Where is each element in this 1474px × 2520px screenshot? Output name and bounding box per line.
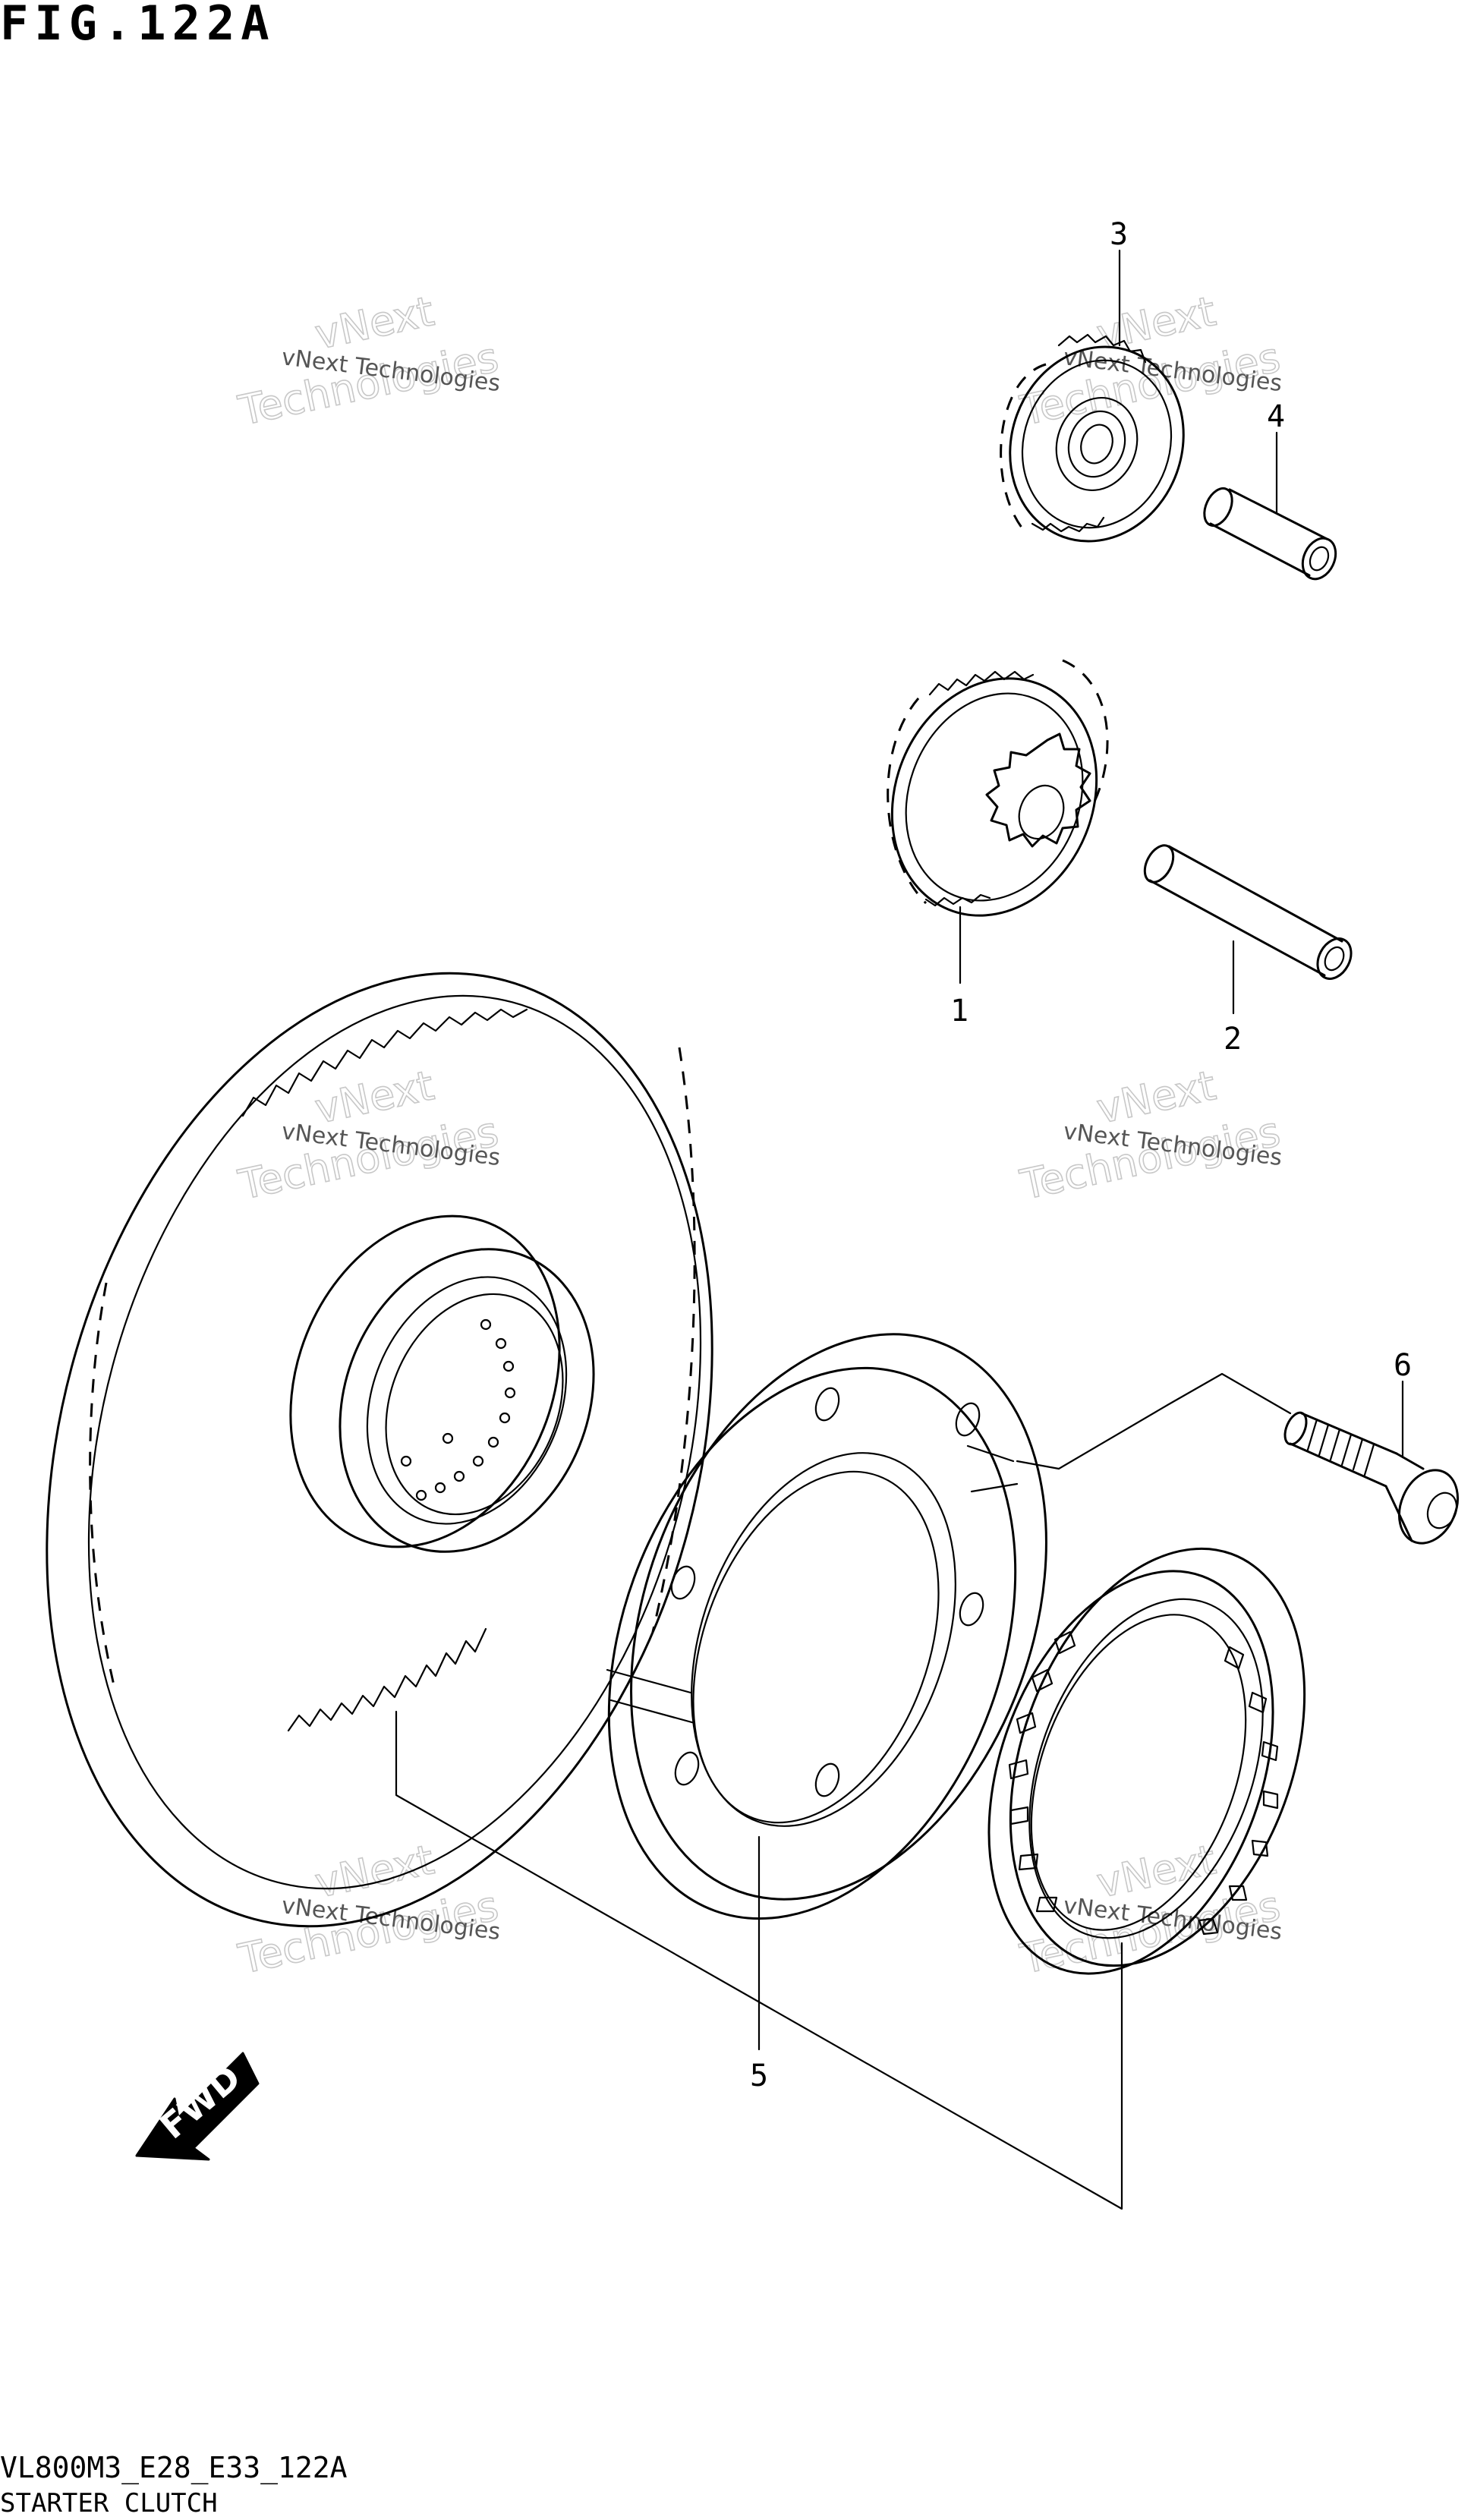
callout-4: 4 [1267,399,1285,434]
leader-assembly-bracket [395,1710,1123,2210]
part-1-reduction-gear [887,659,1109,917]
watermark-big-word-1: vNext [1093,1835,1220,1907]
watermark-big-word-1: vNext [311,1835,438,1907]
part-4-short-shaft [1203,487,1337,581]
callout-3: 3 [1110,217,1128,252]
watermark-big-word-1: vNext [1093,1061,1220,1132]
callout-6: 6 [1394,1348,1412,1383]
figure-title: FIG.122A [0,0,276,51]
one-way-clutch [987,1547,1306,1975]
fwd-arrow-icon: FWD [135,2052,260,2161]
watermark-big-word-1: vNext [311,1061,438,1132]
watermark-mid-right: vNext Technologies vNext Technologies [1016,1060,1285,1209]
starter-driven-gear [46,972,713,1928]
callout-1: 1 [950,994,968,1028]
leader-bolt-path [1016,1372,1292,1470]
part-6-bolt [1283,1411,1459,1545]
callout-5: 5 [750,2059,768,2093]
part-2-long-shaft [1143,844,1353,980]
part-3-idle-gear [1000,333,1185,543]
callout-2: 2 [1224,1022,1242,1057]
part-5-clutch-body [606,1333,1047,1920]
watermark-bottom-right: vNext Technologies vNext Technologies [1016,1835,1285,1983]
watermark-mid-left: vNext Technologies vNext Technologies [234,1060,503,1209]
watermark-top-left: vNext Technologies vNext Technologies [234,286,503,435]
leader-lines [395,249,1404,2210]
diagram-name: STARTER CLUTCH [0,2488,218,2518]
watermark-big-word-1: vNext [311,287,438,358]
watermark-bottom-left: vNext Technologies vNext Technologies [234,1835,503,1983]
model-code: VL800M3_E28_E33_122A [0,2451,348,2484]
